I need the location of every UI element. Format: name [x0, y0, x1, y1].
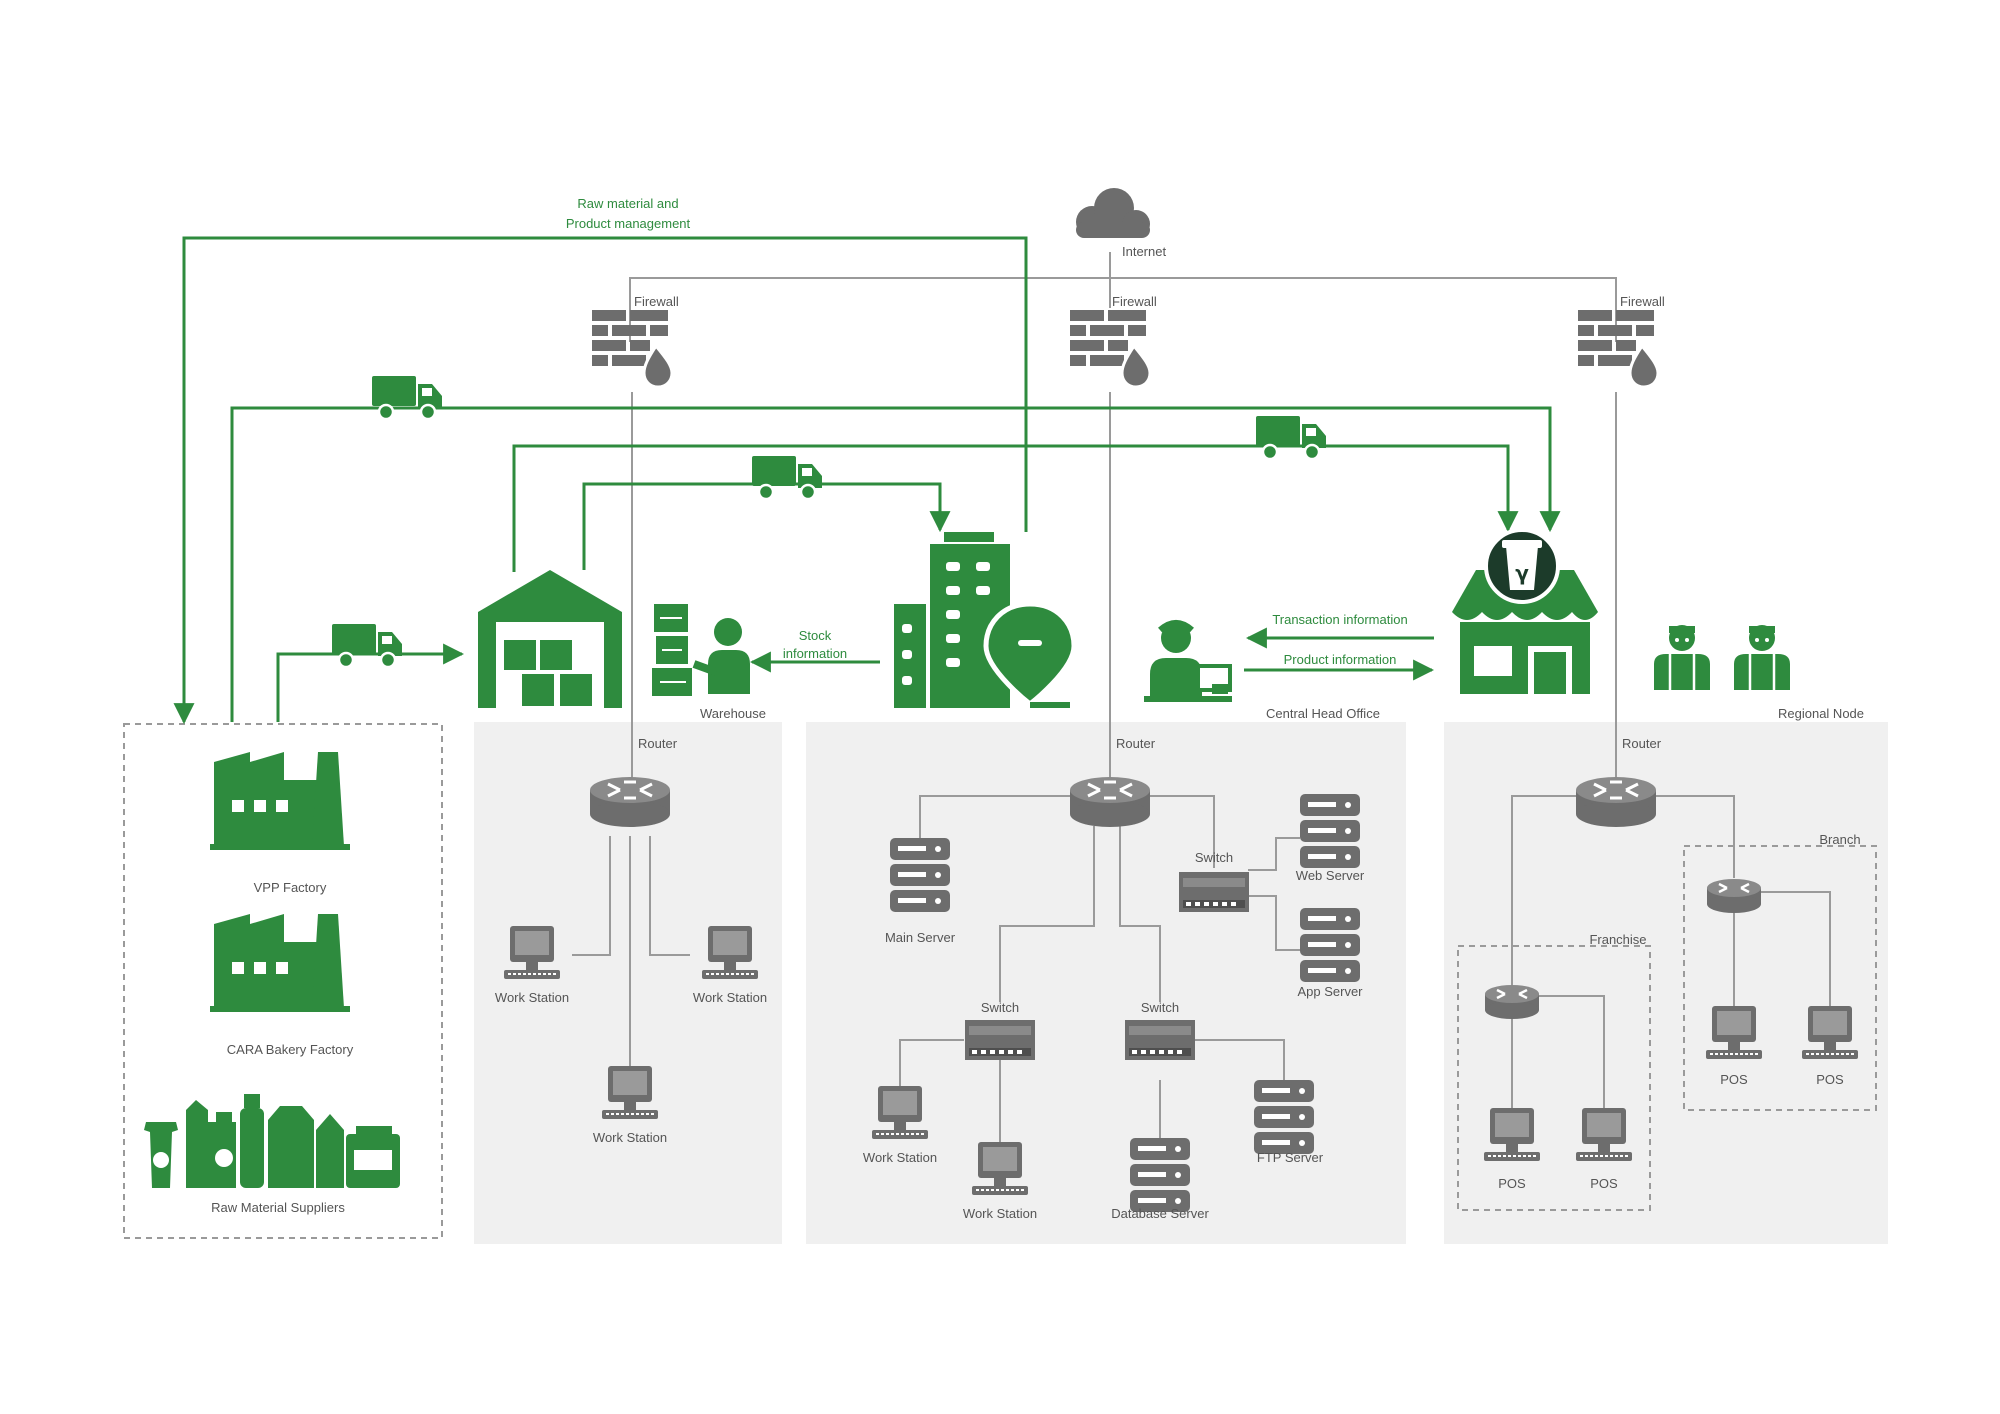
firewall-label-head-office: Firewall	[1112, 294, 1157, 309]
router-label-warehouse: Router	[638, 736, 678, 751]
app-server-label: App Server	[1297, 984, 1363, 999]
computer-icon	[1575, 1107, 1633, 1162]
server-icon	[890, 838, 950, 912]
cara-factory-label: CARA Bakery Factory	[227, 1042, 354, 1057]
computer-icon	[1801, 1005, 1859, 1060]
pos-label-4: POS	[1590, 1176, 1618, 1191]
delivery-truck-icon	[1254, 414, 1328, 461]
franchise-label: Franchise	[1589, 932, 1646, 947]
stock-info-label-line2: information	[783, 646, 847, 661]
server-icon	[1254, 1080, 1314, 1154]
warehouse-worker-icon	[652, 604, 750, 696]
store-staff-icon	[1732, 623, 1792, 692]
delivery-truck-icon	[750, 454, 824, 501]
transaction-info-label: Transaction information	[1272, 612, 1407, 627]
firewall-icon	[1576, 308, 1660, 389]
computer-icon	[971, 1141, 1029, 1196]
router-icon	[588, 775, 672, 829]
warehouse-icon	[478, 570, 622, 708]
delivery-truck-icon	[370, 374, 444, 421]
firewall-icon	[1068, 308, 1152, 389]
firewall-label-warehouse: Firewall	[634, 294, 679, 309]
work-station-label-3: Work Station	[593, 1130, 667, 1145]
switch-label-1: Switch	[1195, 850, 1233, 865]
regional-node-label: Regional Node	[1778, 706, 1864, 721]
office-clerk-icon	[1144, 620, 1232, 702]
work-station-label-2: Work Station	[693, 990, 767, 1005]
web-server-label: Web Server	[1296, 868, 1365, 883]
factory-icon	[210, 914, 350, 1012]
svg-text:γ: γ	[1515, 561, 1529, 585]
office-building-icon	[894, 532, 1077, 708]
factories-box	[123, 723, 443, 1239]
firewall-icon	[590, 308, 674, 389]
coffee-store-icon: γ	[1452, 528, 1598, 694]
computer-icon	[701, 925, 759, 980]
ftp-server-label: FTP Server	[1257, 1150, 1324, 1165]
pos-label-1: POS	[1720, 1072, 1748, 1087]
raw-material-suppliers-label: Raw Material Suppliers	[211, 1200, 345, 1215]
router-label-head-office: Router	[1116, 736, 1156, 751]
server-icon	[1300, 794, 1360, 868]
database-server-label: Database Server	[1111, 1206, 1209, 1221]
computer-icon	[1483, 1107, 1541, 1162]
router-icon	[1574, 775, 1658, 829]
work-station-label-4: Work Station	[863, 1150, 937, 1165]
raw-material-label-line1: Raw material and	[577, 196, 678, 211]
main-server-label: Main Server	[885, 930, 956, 945]
router-label-regional: Router	[1622, 736, 1662, 751]
stock-info-label-line1: Stock	[799, 628, 832, 643]
computer-icon	[871, 1085, 929, 1140]
raw-material-label-line2: Product management	[566, 216, 691, 231]
cloud-icon	[1076, 188, 1150, 238]
pos-label-2: POS	[1816, 1072, 1844, 1087]
computer-icon	[503, 925, 561, 980]
store-staff-icon	[1652, 623, 1712, 692]
switch-icon	[965, 1020, 1035, 1060]
server-icon	[1300, 908, 1360, 982]
server-icon	[1130, 1138, 1190, 1212]
firewall-label-regional: Firewall	[1620, 294, 1665, 309]
warehouse-label: Warehouse	[700, 706, 766, 721]
work-station-label-5: Work Station	[963, 1206, 1037, 1221]
logistics-flows	[173, 236, 1561, 725]
factory-icon	[210, 752, 350, 850]
computer-icon	[601, 1065, 659, 1120]
switch-label-3: Switch	[1141, 1000, 1179, 1015]
groceries-icon	[144, 1094, 400, 1188]
vpp-factory-label: VPP Factory	[254, 880, 327, 895]
delivery-truck-icon	[330, 622, 404, 669]
product-info-label: Product information	[1284, 652, 1397, 667]
franchise-box	[1457, 945, 1651, 1211]
switch-icon	[1179, 872, 1249, 912]
branch-box	[1683, 845, 1877, 1111]
regional-node-panel	[1444, 722, 1888, 1244]
central-head-office-label: Central Head Office	[1266, 706, 1380, 721]
router-icon	[1483, 983, 1541, 1021]
switch-label-2: Switch	[981, 1000, 1019, 1015]
internet-label: Internet	[1122, 244, 1166, 259]
work-station-label-1: Work Station	[495, 990, 569, 1005]
pos-label-3: POS	[1498, 1176, 1526, 1191]
router-icon	[1705, 877, 1763, 915]
router-icon	[1068, 775, 1152, 829]
branch-label: Branch	[1819, 832, 1860, 847]
computer-icon	[1705, 1005, 1763, 1060]
switch-icon	[1125, 1020, 1195, 1060]
